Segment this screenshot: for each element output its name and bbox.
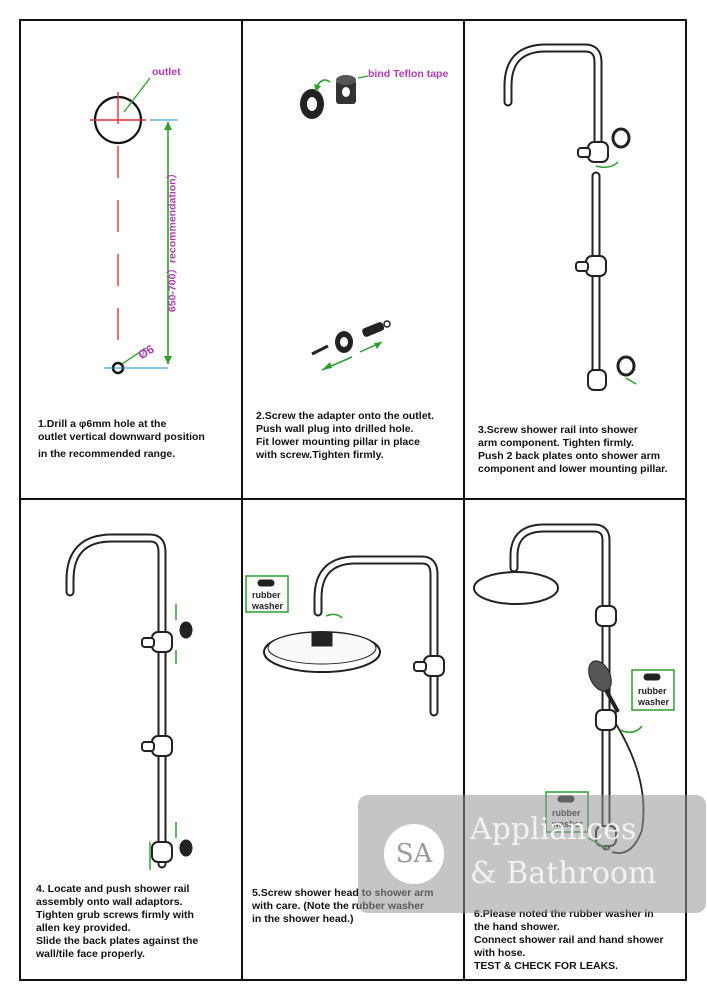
panel-5-drawing [246, 560, 444, 712]
wall-adaptor-top-icon [180, 622, 192, 638]
screw-icon [312, 346, 328, 354]
step-1-caption: 1.Drill a φ6mm hole at the outlet vertic… [38, 418, 205, 461]
dim-arrow-bottom [164, 356, 172, 364]
hand-shower-icon [584, 657, 616, 694]
back-plate-bottom-icon [618, 357, 634, 375]
teflon-label: bind Teflon tape [368, 68, 448, 80]
rail-assembly-icon [70, 538, 162, 864]
panel-2-drawing [300, 75, 390, 370]
panel-3-drawing [508, 48, 636, 390]
step-2-caption: 2.Screw the adapter onto the outlet. Pus… [256, 410, 434, 462]
washer-label-6a: rubber [638, 686, 667, 696]
back-plate-top-icon [613, 129, 629, 147]
rubber-washer-icon [258, 580, 274, 586]
step-4-caption: 4. Locate and push shower rail assembly … [36, 883, 198, 961]
wall-adaptor-bottom-icon [180, 840, 192, 856]
wall-plug-icon [361, 321, 385, 338]
watermark-badge: SA [384, 824, 444, 884]
step-3-caption: 3.Screw shower rail into shower arm comp… [478, 424, 668, 476]
watermark-line-1: Appliances [470, 812, 636, 847]
panel-4-drawing [70, 538, 192, 870]
shower-arm-icon [508, 48, 598, 140]
dim-arrow-top [164, 122, 172, 130]
watermark-line-2: & Bathroom [470, 856, 656, 891]
outlet-label: outlet [152, 66, 181, 78]
washer-label-5a: rubber [252, 590, 281, 600]
overhead-head-icon [474, 572, 558, 604]
washer-label-5b: washer [252, 601, 283, 611]
head-connector-icon [312, 632, 332, 646]
range-label: 650-700）recommendation） [165, 168, 180, 312]
step-6-caption: 6.Please noted the rubber washer in the … [474, 908, 664, 973]
washer-label-6b: washer [638, 697, 669, 707]
